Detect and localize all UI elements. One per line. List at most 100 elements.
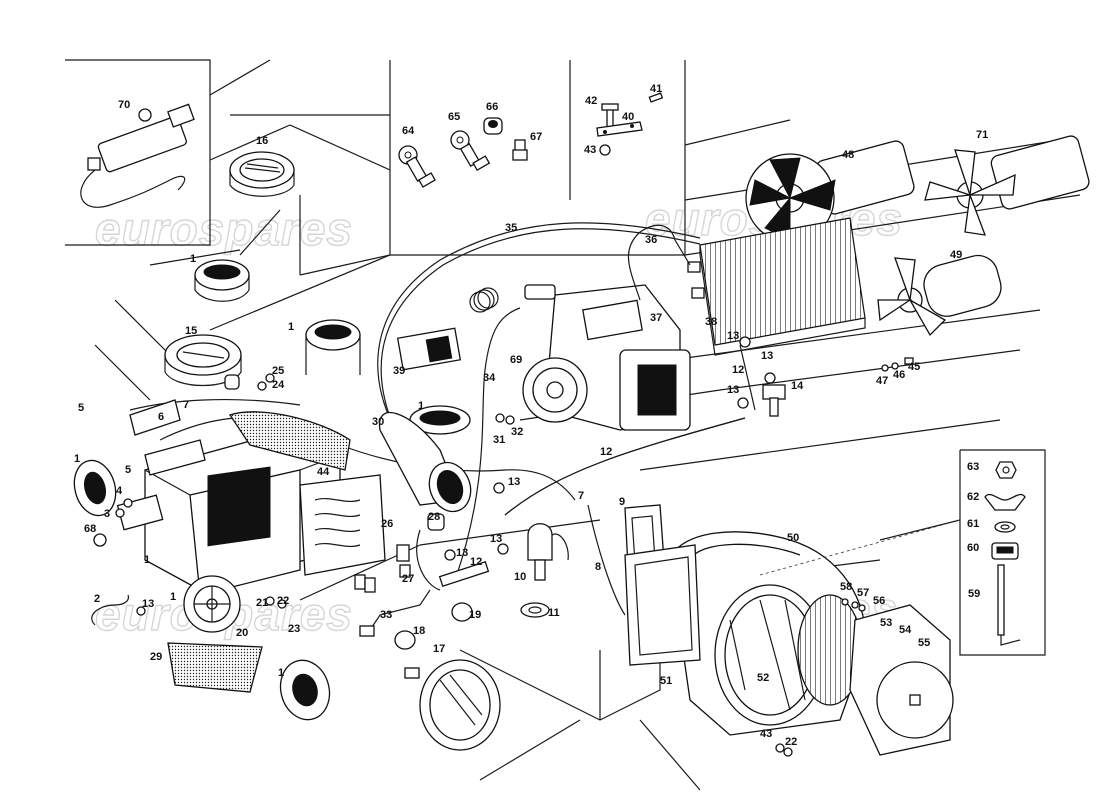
part-label-p22b: 22 [277,595,289,607]
hoses [129,222,756,616]
part-label-p4: 4 [116,485,123,497]
part-label-p13g: 13 [142,598,154,610]
part-label-p17: 17 [433,643,445,655]
part-label-p30: 30 [372,416,384,428]
part-label-p32: 32 [511,426,523,438]
part-39-relay [396,287,499,371]
watermark-1: eurospares [95,203,353,255]
part-label-p13f: 13 [456,547,468,559]
part-label-p13c: 13 [727,384,739,396]
part-label-p66: 66 [486,101,498,113]
part-16-vent [229,151,295,197]
part-label-p12a: 12 [732,364,744,376]
part-label-p5b: 5 [125,464,131,476]
part-label-p69: 69 [510,354,522,366]
part-label-p33: 33 [380,609,392,621]
part-label-p1c: 1 [418,400,424,412]
part-label-p62: 62 [967,491,979,503]
fan-48 [745,140,915,243]
part-label-p6: 6 [158,411,164,423]
part-label-p1a: 1 [190,253,196,265]
part-label-p28: 28 [428,511,440,523]
part-37-compressor [522,284,691,431]
part-label-p3: 3 [104,508,110,520]
part-label-p13b: 13 [761,350,773,362]
part-label-p21: 21 [256,597,268,609]
part-label-p50: 50 [787,532,799,544]
part-29-filter [167,642,263,693]
part-9-gasket [624,504,701,666]
part-label-p1e: 1 [144,554,150,566]
part-label-p52: 52 [757,672,769,684]
part-label-p7a: 7 [183,399,189,411]
part-label-p67: 67 [530,131,542,143]
part-30-blower [378,412,472,513]
part-label-p36: 36 [645,234,657,246]
part-label-p13e: 13 [490,533,502,545]
part-label-p60: 60 [967,542,979,554]
part-label-p65: 65 [448,111,460,123]
part-label-p40: 40 [622,111,634,123]
motor-55 [797,594,954,756]
fan-71 [924,135,1090,236]
part-38-condenser [687,217,866,356]
part-label-p59: 59 [968,588,980,600]
part-label-p24: 24 [272,379,285,391]
part-label-p19: 19 [469,609,481,621]
part-label-p26: 26 [381,518,393,530]
part-label-p31: 31 [493,434,505,446]
part-label-p35: 35 [505,222,517,234]
part-label-p42: 42 [585,95,597,107]
part-label-p37: 37 [650,312,662,324]
part-2-cable [91,594,130,626]
part-label-p70: 70 [118,99,130,111]
part-label-p38: 38 [705,316,717,328]
part-label-p58: 58 [840,581,852,593]
part-label-p61: 61 [967,518,979,530]
part-label-p39: 39 [393,365,405,377]
part-label-p20: 20 [236,627,248,639]
part-label-p15: 15 [185,325,197,337]
part-label-p12c: 12 [470,556,482,568]
part-label-p7b: 7 [578,490,584,502]
part-label-p53: 53 [880,617,892,629]
part-label-p55: 55 [918,637,930,649]
fan-49 [877,254,1002,337]
mounting-hardware-box [984,461,1026,646]
part-label-p64: 64 [402,125,415,137]
part-label-p11: 11 [548,607,560,619]
part-label-p51: 51 [660,675,672,687]
part-label-p18: 18 [413,625,425,637]
part-label-p54: 54 [899,624,912,636]
part-label-p57: 57 [857,587,869,599]
hardware-small-parts [398,92,664,188]
part-label-p1b: 1 [288,321,294,333]
part-label-p22a: 22 [785,736,797,748]
part-label-p1g: 1 [278,667,284,679]
part-label-p41: 41 [650,83,662,95]
part-label-p45: 45 [908,361,920,373]
part-label-p12b: 12 [600,446,612,458]
part-label-p27: 27 [402,573,414,585]
part-label-p43a: 43 [584,144,596,156]
heater-assembly [116,399,386,633]
part-label-p16: 16 [256,135,268,147]
small-fittings [93,336,914,757]
part-label-p1d: 1 [74,453,80,465]
part-label-p25: 25 [272,365,284,377]
part-label-p48: 48 [842,149,854,161]
part-label-p49: 49 [950,249,962,261]
part-label-p14: 14 [791,380,804,392]
part-label-p71: 71 [976,129,988,141]
part-label-p29: 29 [150,651,162,663]
part-label-p68: 68 [84,523,96,535]
part-label-p23: 23 [288,623,300,635]
part-15-vent-ring [164,334,242,390]
part-label-p44: 44 [317,466,330,478]
part-label-p8: 8 [595,561,601,573]
part-label-p63: 63 [967,461,979,473]
part-label-p13d: 13 [508,476,520,488]
